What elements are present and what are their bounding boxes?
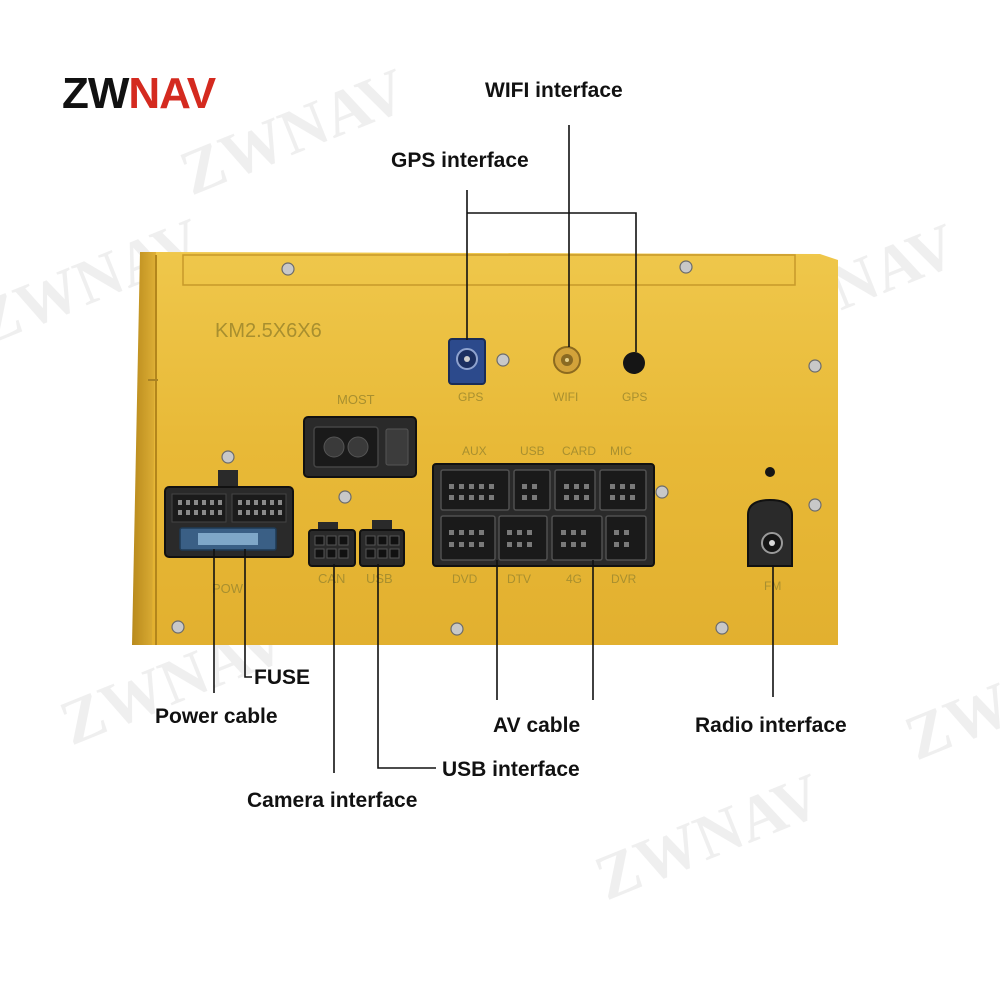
g4-text: 4G: [566, 572, 582, 586]
dvd-text: DVD: [452, 572, 478, 586]
most-text: MOST: [337, 392, 375, 407]
usb-interface-label: USB interface: [442, 758, 580, 781]
screw: [496, 353, 510, 367]
pow-text: POW: [212, 581, 244, 596]
logo-nav: NAV: [128, 69, 216, 118]
power-cable-label: Power cable: [155, 705, 278, 728]
fuse-leader: [244, 549, 252, 678]
fm-connector: [747, 498, 793, 567]
gps-bracket: [467, 212, 637, 352]
radio-interface-label: Radio interface: [695, 714, 847, 737]
model-text: KM2.5X6X6: [215, 320, 322, 342]
fuse-label: FUSE: [254, 666, 311, 689]
gps2-port-text: GPS: [622, 390, 647, 404]
leader-lines: [213, 125, 774, 773]
screws: [171, 260, 822, 636]
usb-leader: [377, 564, 436, 769]
small-hole: [765, 467, 775, 477]
screw: [450, 622, 464, 636]
gps-interface-label: GPS interface: [391, 149, 529, 172]
can-connector: [308, 522, 356, 567]
gps-port-text: GPS: [458, 390, 483, 404]
usb-top-text: USB: [520, 444, 545, 458]
dtv-text: DTV: [507, 572, 531, 586]
camera-interface-label: Camera interface: [247, 789, 418, 812]
card-text: CARD: [562, 444, 596, 458]
screw: [655, 485, 669, 499]
dvr-text: DVR: [611, 572, 637, 586]
wifi-connector: [553, 346, 581, 374]
screw: [715, 621, 729, 635]
av-cable-label: AV cable: [493, 714, 581, 737]
usb-connector: [359, 520, 405, 567]
screw: [221, 450, 235, 464]
av-connector-block: [432, 463, 655, 567]
screw: [679, 260, 693, 274]
gps-connector: [448, 338, 486, 385]
screw: [808, 359, 822, 373]
screw: [338, 490, 352, 504]
power-connector: [164, 470, 294, 558]
usb-bottom-text: USB: [366, 571, 393, 586]
logo-zw: ZW: [62, 69, 129, 118]
can-text: CAN: [318, 571, 345, 586]
gps2-hole: [623, 352, 645, 374]
screw: [808, 498, 822, 512]
most-connector: [303, 416, 417, 478]
aux-text: AUX: [462, 444, 487, 458]
screw: [281, 262, 295, 276]
screw: [171, 620, 185, 634]
brand-logo: ZWNAV: [62, 69, 216, 118]
wifi-interface-label: WIFI interface: [485, 79, 623, 102]
mic-text: MIC: [610, 444, 632, 458]
wifi-port-text: WIFI: [553, 390, 578, 404]
